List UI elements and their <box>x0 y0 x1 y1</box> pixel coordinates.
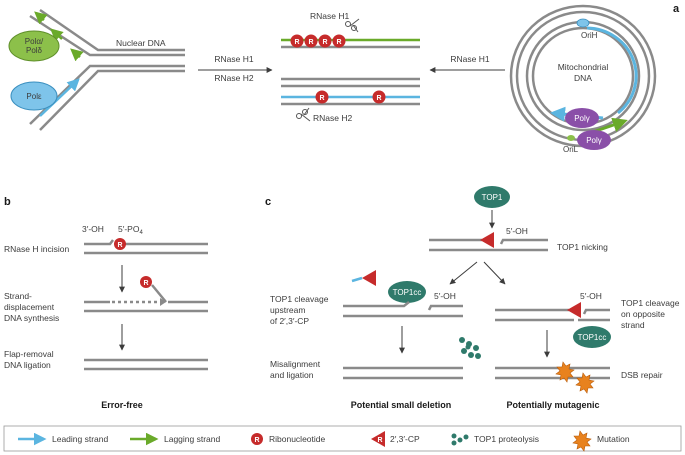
top1cc-right: TOP1cc <box>573 326 611 348</box>
oh5-top-label: 5′-OH <box>506 226 528 236</box>
rnase-h2-substrate: R R RNase H2 <box>281 77 420 123</box>
step-flap-removal-2: DNA ligation <box>4 360 51 370</box>
proteolysis-dots <box>459 337 481 359</box>
rnase-h1-top-label: RNase H1 <box>310 11 349 21</box>
polg2-label: Polγ <box>586 136 602 145</box>
oh5-left-label: 5′-OH <box>434 291 456 301</box>
top1cc-left: TOP1cc <box>388 281 426 303</box>
legend-proteolysis-label: TOP1 proteolysis <box>474 434 539 444</box>
svg-text:R: R <box>336 39 341 46</box>
step-flap-removal-1: Flap-removal <box>4 349 54 359</box>
legend-ribo-label: Ribonucleotide <box>269 434 326 444</box>
cleave-opp-2: on opposite <box>621 309 665 319</box>
misalign-2: and ligation <box>270 370 314 380</box>
svg-text:R: R <box>308 39 313 46</box>
lagging-strand-arrow-1 <box>70 48 84 62</box>
cleave-upstream-3: of 2′,3′-CP <box>270 316 309 326</box>
legend-lagging-label: Lagging strand <box>164 434 221 444</box>
pol-e-label: Polε <box>26 92 42 101</box>
svg-text:R: R <box>319 95 324 102</box>
misalign-1: Misalignment <box>270 359 321 369</box>
svg-text:R: R <box>376 95 381 102</box>
top1cc-right-label: TOP1cc <box>578 333 607 342</box>
step-strand-displacement-3: DNA synthesis <box>4 313 59 323</box>
leading-strand-arrow <box>39 78 80 117</box>
replication-fork <box>29 8 185 131</box>
mutation-icon-1 <box>555 361 575 383</box>
rnase-h1-substrate: R R R R RNase H1 <box>281 11 420 49</box>
svg-text:R: R <box>322 39 327 46</box>
outcome-error-free: Error-free <box>101 400 143 410</box>
mitochondrial-dna: OriH Mitochondrial DNA Polγ Polγ OriL <box>509 4 657 154</box>
outcome-small-deletion: Potential small deletion <box>351 400 452 410</box>
panel-label-a: a <box>673 3 680 15</box>
pol-ad-label-2: Polδ <box>26 46 43 55</box>
ribonucleotide-group-top: R R R R <box>290 34 346 48</box>
rnase-h1-right-label: RNase H1 <box>450 54 489 64</box>
scissors-icon <box>345 18 360 33</box>
legend-ribo-icon <box>251 433 263 445</box>
cp-released-fragment <box>351 270 376 286</box>
arrow-c-right <box>483 261 506 285</box>
legend-leading-label: Leading strand <box>52 434 109 444</box>
dsb-repair-label: DSB repair <box>621 370 663 380</box>
orih-label: OriH <box>581 31 598 40</box>
legend-mutation-icon <box>572 430 592 452</box>
pol-ad-label-1: Polα/ <box>25 37 44 46</box>
oh3-label: 3′-OH <box>82 224 104 234</box>
legend: Leading strand Lagging strand R Ribonucl… <box>3 425 682 452</box>
panel-b-step2-dna: R <box>84 276 208 313</box>
c-right-dna <box>495 302 610 322</box>
cleave-upstream-1: TOP1 cleavage <box>270 294 329 304</box>
legend-mutation-label: Mutation <box>597 434 630 444</box>
legend-cp-label: 2′,3′-CP <box>390 434 420 444</box>
pol-alpha-delta: Polα/ Polδ <box>8 30 60 62</box>
mito-dna-label-2: DNA <box>574 73 592 83</box>
panel-label-c: c <box>265 196 271 208</box>
legend-cp-icon <box>371 431 385 447</box>
cleave-upstream-2: upstream <box>270 305 305 315</box>
nuclear-dna-label: Nuclear DNA <box>116 38 166 48</box>
top1cc-left-label: TOP1cc <box>393 288 422 297</box>
svg-text:R: R <box>117 242 122 249</box>
c-nicking-dna <box>429 232 548 252</box>
oril-label: OriL <box>563 145 579 154</box>
rnase-h2-bottom-label: RNase H2 <box>313 113 352 123</box>
svg-text:R: R <box>143 280 148 287</box>
top1-nicking-label: TOP1 nicking <box>557 242 608 252</box>
rnase-h1-left-label: RNase H1 <box>214 54 253 64</box>
cleave-opp-1: TOP1 cleavage <box>621 298 680 308</box>
step-rnase-h-incision: RNase H incision <box>4 244 69 254</box>
panel-b-step1-dna: R <box>84 238 208 255</box>
pol-epsilon: Polε <box>10 81 58 111</box>
lagging-strand-arrow-3 <box>34 11 48 25</box>
step-strand-displacement-2: displacement <box>4 302 55 312</box>
cp-marker-top <box>480 232 494 248</box>
svg-text:R: R <box>254 437 259 444</box>
mito-dna-label-1: Mitochondrial <box>558 62 609 72</box>
po4-label: 5′-PO4 <box>118 224 143 236</box>
rnase-h2-left-label: RNase H2 <box>214 73 253 83</box>
cleave-opp-3: strand <box>621 320 645 330</box>
polg1-label: Polγ <box>574 114 590 123</box>
svg-text:R: R <box>377 437 382 444</box>
mutation-icon-2 <box>575 372 595 394</box>
panel-label-b: b <box>4 196 11 208</box>
legend-proteolysis-icon <box>451 433 469 446</box>
arrow-c-left <box>449 261 478 285</box>
oh5-right-label: 5′-OH <box>580 291 602 301</box>
top1-enzyme: TOP1 <box>474 186 510 208</box>
c-left-dna <box>343 301 463 318</box>
lagging-strand-arrow-2 <box>50 28 64 42</box>
step-strand-displacement-1: Strand- <box>4 291 32 301</box>
svg-text:R: R <box>294 39 299 46</box>
top1-label: TOP1 <box>482 193 503 202</box>
outcome-mutagenic: Potentially mutagenic <box>506 400 599 410</box>
scissors-icon-2 <box>296 107 311 122</box>
